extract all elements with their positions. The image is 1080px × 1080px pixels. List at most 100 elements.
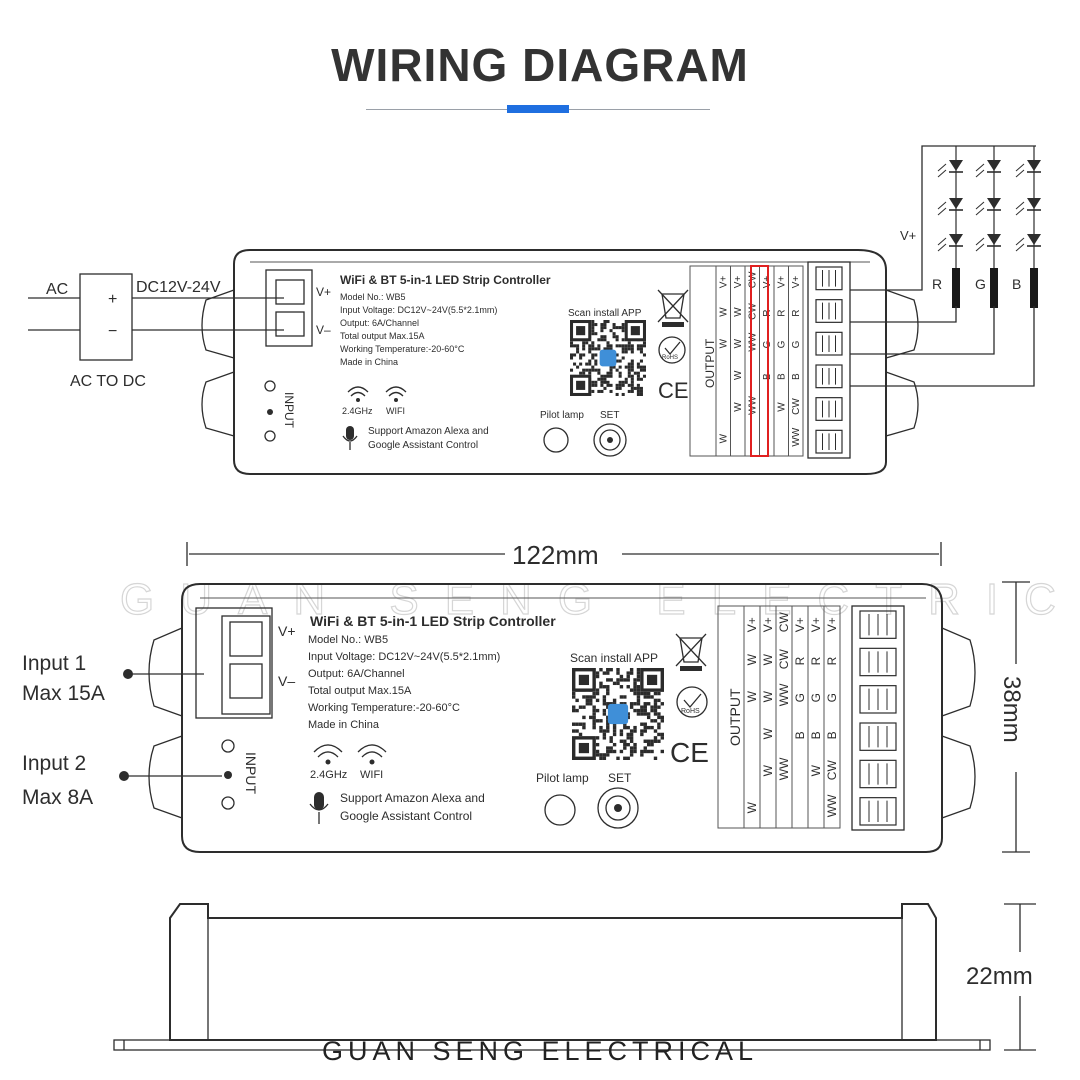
top-rohs-icon: RoHS	[658, 336, 686, 364]
bottom-product-name: WiFi & BT 5-in-1 LED Strip Controller	[310, 613, 556, 629]
output-label: OUTPUT	[727, 688, 743, 746]
output-cell: R	[809, 656, 823, 665]
output-cell: B	[791, 373, 802, 380]
bottom-voice-line-1: Support Amazon Alexa and	[340, 791, 485, 805]
top-ce-mark: CE	[658, 378, 689, 403]
top-wifi-24ghz-icon	[347, 386, 369, 402]
output-cell: W	[733, 307, 744, 317]
width-label: 122mm	[512, 540, 599, 570]
output-label: OUTPUT	[703, 338, 717, 388]
output-cell: B	[825, 731, 839, 739]
diagram-title: WIRING DIAGRAM	[331, 39, 749, 91]
bottom-ce-mark: CE	[670, 737, 709, 768]
output-cell: WW	[748, 395, 759, 414]
bottom-terminal-vplus: V+	[278, 623, 296, 639]
output-cell: G	[825, 693, 839, 702]
output-cell: V+	[719, 276, 730, 289]
bottom-wifi-24ghz-icon	[313, 744, 343, 765]
top-terminal-vplus: V+	[316, 285, 331, 299]
watermark-text: GUAN SENG ELECTRICAL	[120, 575, 1080, 624]
output-cell: CW	[777, 649, 791, 670]
output-cell: V+	[733, 276, 744, 289]
controller-bottom: V+ V– INPUT WiFi & BT 5-in-1 LED Strip C…	[148, 583, 976, 853]
top-wifi-24ghz-label: 2.4GHz	[342, 406, 373, 416]
bottom-rohs-icon: RoHS	[676, 686, 708, 718]
svg-text:RoHS: RoHS	[662, 355, 678, 361]
height-dimension: 38mm	[998, 581, 1030, 853]
top-spec-5: Made in China	[340, 357, 398, 367]
output-cell: CW	[748, 271, 759, 288]
top-spec-2: Output: 6A/Channel	[340, 318, 419, 328]
top-product-name: WiFi & BT 5-in-1 LED Strip Controller	[340, 273, 551, 287]
input-2-label: Input 2	[22, 752, 86, 775]
top-output-terminal	[807, 261, 851, 459]
output-cell: G	[791, 340, 802, 348]
bottom-spec-1: Input Voltage: DC12V~24V(5.5*2.1mm)	[308, 651, 500, 663]
top-input-label: INPUT	[282, 392, 296, 429]
output-cell: WW	[825, 794, 839, 817]
top-spec-3: Total output Max.15A	[340, 331, 425, 341]
channel-label-g: G	[975, 276, 986, 292]
footer-brand: GUAN SENG ELECTRICAL	[321, 1036, 759, 1066]
top-voice-line-2: Google Assistant Control	[368, 440, 478, 451]
output-cell: W	[733, 370, 744, 380]
output-cell: WW	[777, 683, 791, 706]
channel-label-b: B	[1012, 276, 1021, 292]
top-weee-bin-icon	[657, 289, 689, 327]
bottom-pilot-lamp	[544, 794, 576, 826]
input-1-max: Max 15A	[22, 682, 105, 705]
top-spec-1: Input Voltage: DC12V~24V(5.5*2.1mm)	[340, 305, 497, 315]
output-cell: B	[793, 731, 807, 739]
bottom-output-table: OUTPUTV+WWWV+WWWWCWCWWWWWV+RGBV+RGBWV+RG…	[717, 605, 841, 829]
top-spec-0: Model No.: WB5	[340, 292, 406, 302]
bottom-output-terminal	[851, 605, 905, 831]
output-cell: CW	[748, 303, 759, 320]
bottom-terminal-vminus: V–	[278, 673, 295, 689]
output-cell: B	[777, 373, 788, 380]
strip-vplus-label: V+	[900, 228, 916, 243]
output-cell: WW	[791, 427, 802, 446]
converter-label: AC TO DC	[70, 373, 146, 390]
output-cell: G	[809, 693, 823, 702]
top-rgb-highlight	[750, 265, 769, 457]
top-spec-4: Working Temperature:-20-60°C	[340, 344, 465, 354]
output-cell: R	[777, 309, 788, 316]
bottom-set-label: SET	[608, 771, 632, 785]
output-cell: V+	[761, 617, 775, 632]
bottom-scan-label: Scan install APP	[570, 651, 658, 665]
output-cell: W	[761, 727, 775, 739]
output-cell: W	[733, 338, 744, 348]
width-dimension: 122mm	[186, 540, 942, 570]
top-set-button	[593, 423, 627, 457]
ac-dc-converter: AC DC12V-24V + − AC TO DC	[28, 273, 284, 390]
output-cell: W	[719, 307, 730, 317]
bottom-wifi-icon	[357, 744, 387, 765]
top-terminal-vminus: V–	[316, 323, 331, 337]
output-cell: CW	[825, 760, 839, 781]
bottom-spec-5: Made in China	[308, 719, 380, 731]
output-cell: V+	[777, 276, 788, 289]
side-profile	[113, 903, 991, 1051]
bottom-pilot-label: Pilot lamp	[536, 771, 589, 785]
controller-top: V+ V– INPUT WiFi & BT 5-in-1 LED Strip C…	[201, 249, 919, 475]
bottom-input-label: INPUT	[243, 752, 259, 794]
output-cell: V+	[809, 617, 823, 632]
depth-dimension: 22mm	[966, 903, 1036, 1051]
depth-label: 22mm	[966, 963, 1033, 990]
output-cell: W	[761, 653, 775, 665]
bottom-spec-0: Model No.: WB5	[308, 634, 388, 646]
output-cell: W	[719, 338, 730, 348]
output-cell: V+	[793, 617, 807, 632]
output-cell: W	[745, 690, 759, 702]
led-strip-wiring: V+ R G B	[850, 145, 1041, 387]
output-cell: W	[745, 653, 759, 665]
svg-text:RoHS: RoHS	[681, 708, 700, 715]
top-pilot-lamp	[543, 427, 569, 453]
output-cell: W	[761, 764, 775, 776]
height-label: 38mm	[998, 676, 1025, 743]
output-cell: V+	[745, 617, 759, 632]
output-cell: W	[745, 801, 759, 813]
output-cell: V+	[791, 276, 802, 289]
top-voice-line-1: Support Amazon Alexa and	[368, 426, 489, 437]
